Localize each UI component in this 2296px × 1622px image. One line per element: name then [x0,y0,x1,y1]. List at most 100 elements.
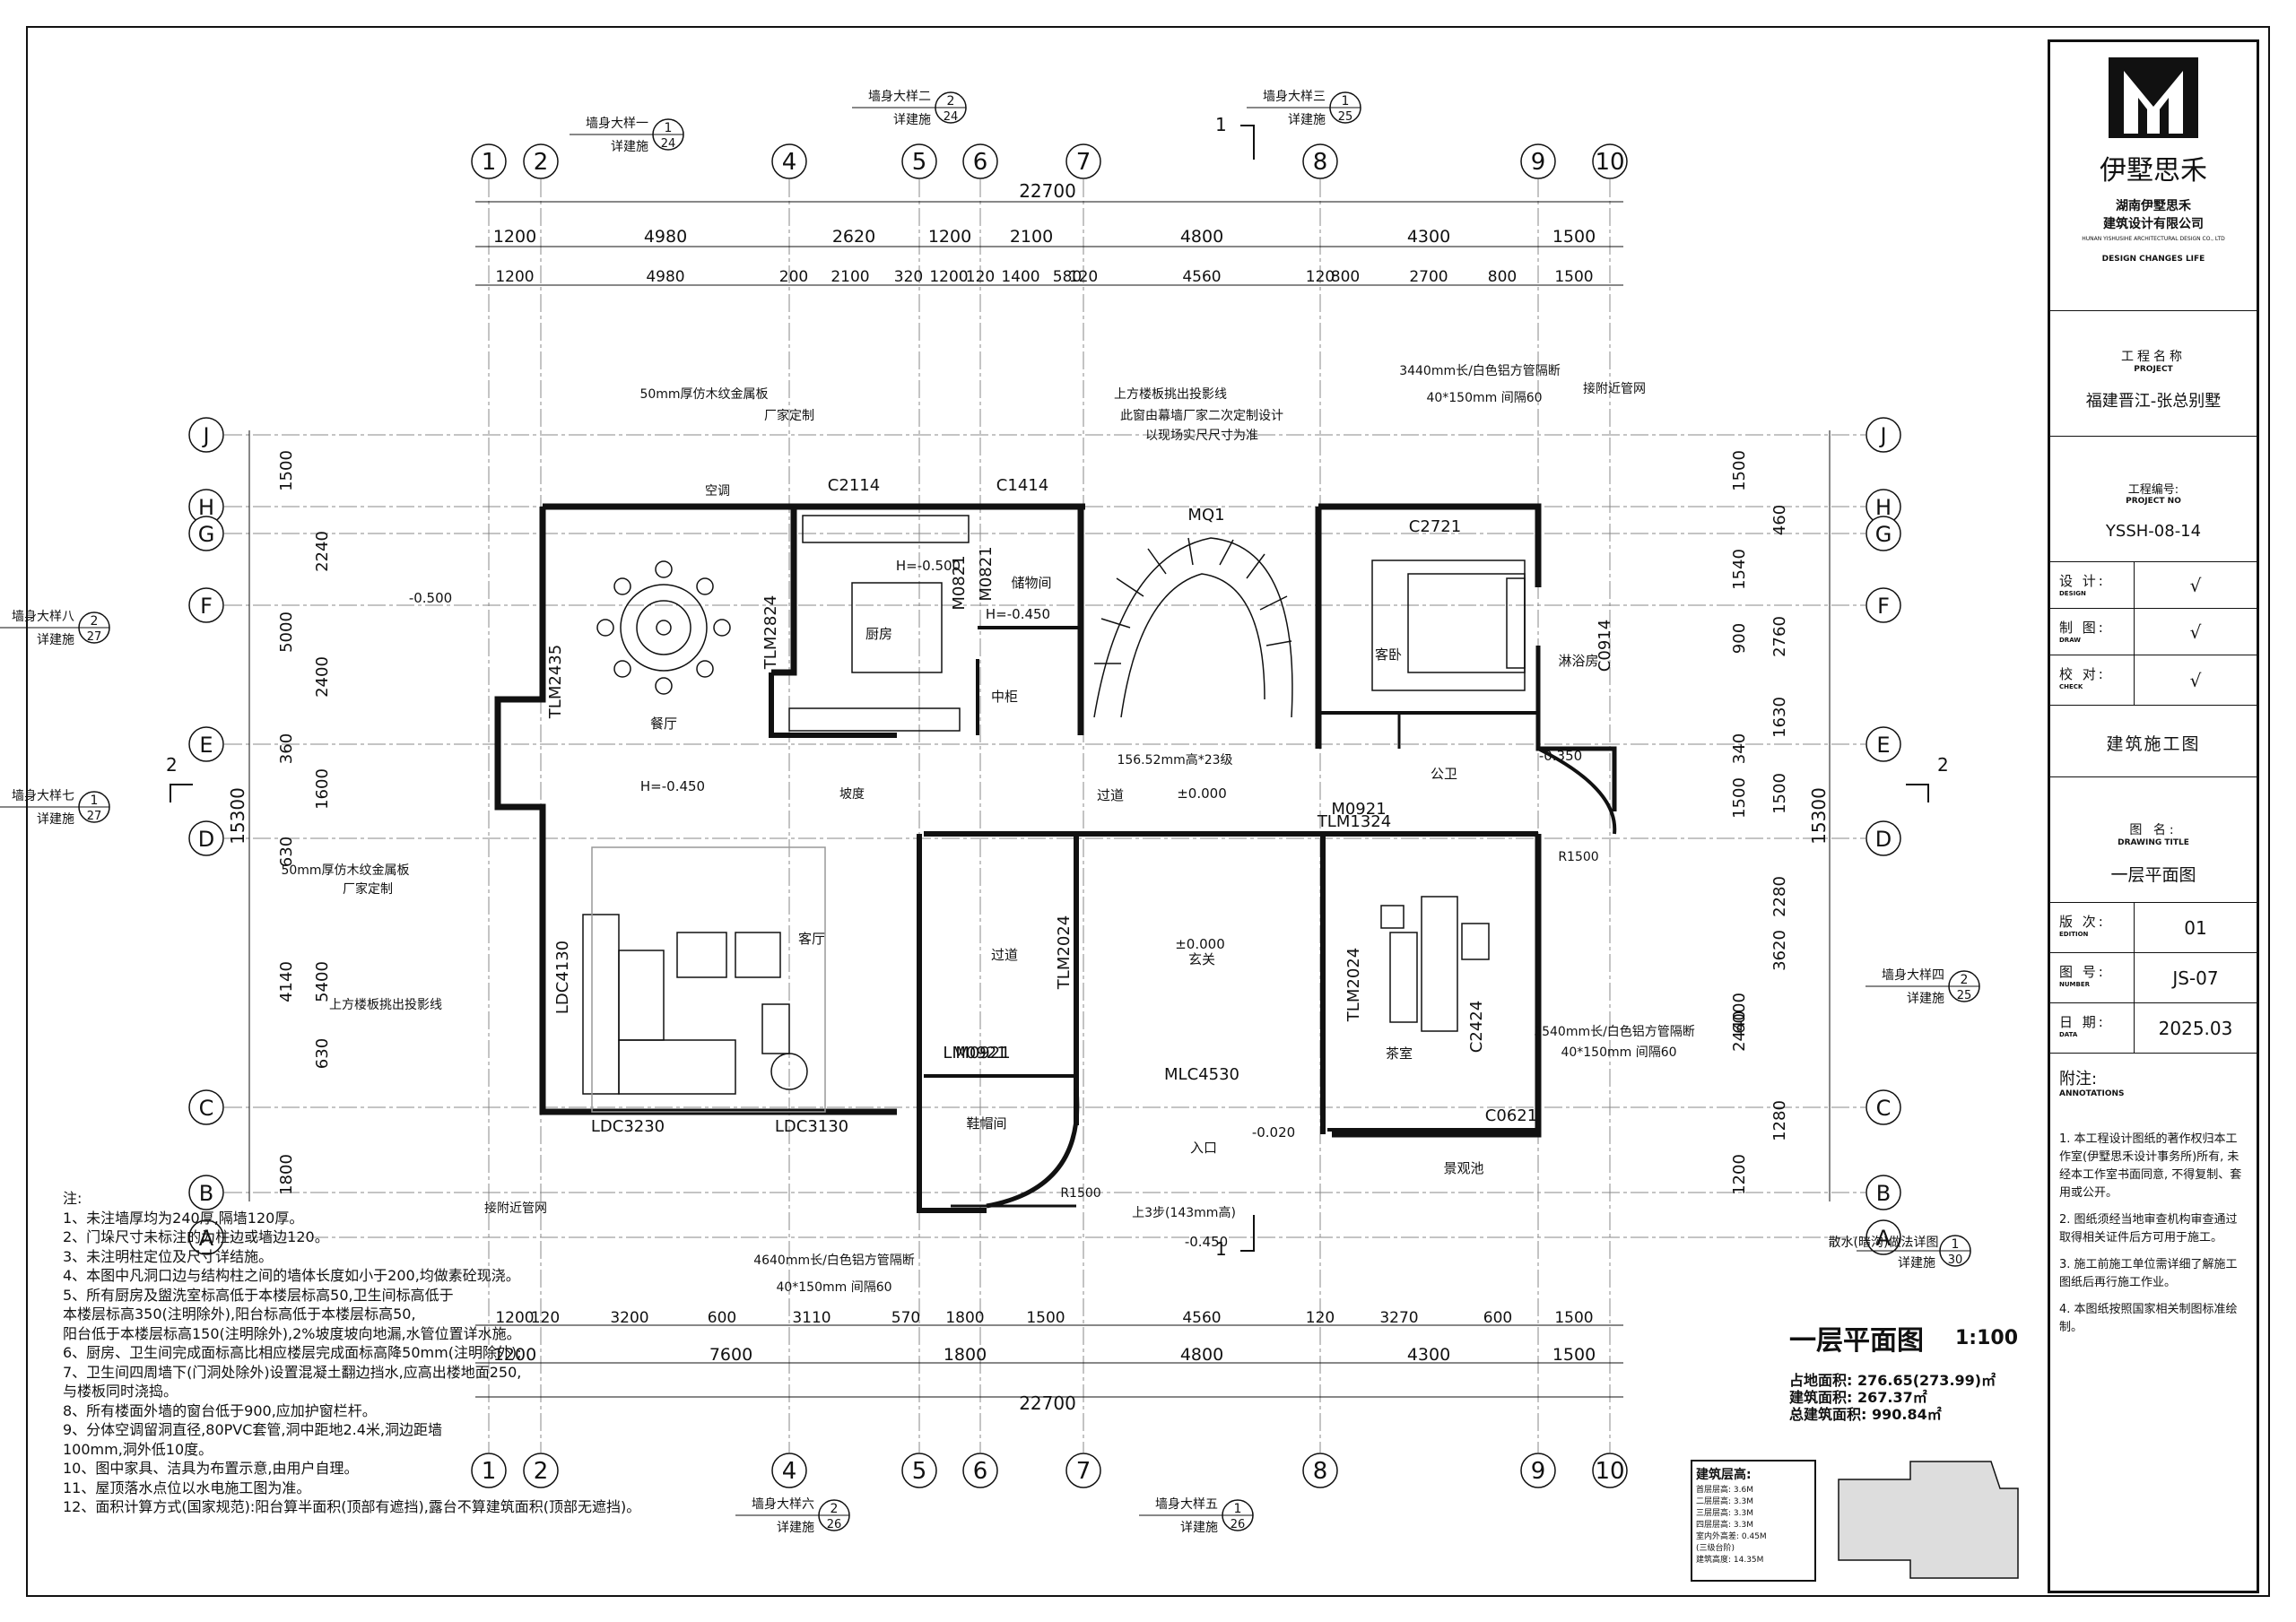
detail-number: 1 [665,121,673,135]
floor-height-row: 建筑高度: 14.35M [1696,1556,1764,1565]
grid-bubble-label: 4 [782,149,797,176]
project-no-block: 工程编号: PROJECT NO YSSH-08-14 [2050,437,2257,562]
dim-text: 120 [531,1309,560,1327]
elevation-mark: -0.450 [1185,1234,1228,1250]
door-window-tag: TLM1324 [1317,812,1391,831]
door-window-tag: C2424 [1467,1001,1486,1053]
grid-bubble-label: 5 [912,1458,927,1485]
grid-bubble [1592,143,1628,179]
grid-bubble [1866,820,1901,856]
room-label-shoe: 鞋帽间 [966,1115,1006,1132]
curved-staircase [1093,537,1293,718]
note-line: 5、所有厨房及盥洗室标高低于本楼层标高50,卫生间标高低于 [63,1286,454,1304]
grid-bubble [188,1175,224,1210]
grid-bubble-label: H [198,495,214,520]
dim-text: 5000 [277,612,296,653]
company-logo-area: 伊墅思禾 湖南伊墅思禾 建筑设计有限公司 HUNAN YISHUSIHE ARC… [2050,42,2257,311]
room-label-corridor1: 过道 [1097,787,1124,803]
room-label-guest: 客卧 [1375,646,1402,663]
grid-bubble [1520,1453,1556,1488]
grid-bubble-label: 9 [1531,149,1546,176]
section-mark-bottom: 1 [1215,1238,1227,1260]
detail-sheet: 26 [1231,1518,1246,1531]
remark: 1. 本工程设计图纸的著作权归本工作室(伊墅思禾设计事务所)所有, 未经本工作室… [2059,1132,2242,1200]
area-row: 建筑面积: 267.37㎡ [1789,1389,1927,1406]
note-line: 与楼板同时浇捣。 [63,1383,178,1400]
detail-number: 2 [1961,973,1969,987]
dim-text: 1500 [1554,1309,1593,1327]
annotation-a9b: 40*150mm 间隔60 [776,1280,891,1295]
project-name: 福建晋江-张总别墅 [2085,392,2222,411]
annotation-a8: 3540mm长/白色铝方管隔断 [1534,1024,1695,1039]
elevation-mark: ±0.000 [1177,785,1227,802]
grid-bubble [188,726,224,762]
grid-bubble-label: 4 [782,1458,797,1485]
grid-bubble [188,516,224,551]
note-line: 10、图中家具、洁具为布置示意,由用户自理。 [63,1460,359,1477]
dim-text: 2240 [313,531,332,572]
dim-text: 320 [894,268,923,286]
grid-bubble-label: C [199,1096,214,1121]
room-label-corridor2: 过道 [991,947,1018,963]
dim-text: 1500 [277,450,296,491]
dim-text: 900 [1730,623,1749,654]
door-window-tag: M0921 [1331,800,1386,819]
floor-height-row: 四层层高: 3.3M [1696,1521,1753,1530]
number-row: 图 号:NUMBER JS-07 [2050,953,2257,1003]
grid-bubble-label: 2 [534,149,549,176]
floor-height-row: 室内外高差: 0.45M [1696,1532,1767,1541]
dim-text: 600 [708,1309,736,1327]
dim-text: 630 [277,837,296,867]
grid-bubble-label: F [200,594,213,619]
door-window-tag: C0914 [1596,620,1614,672]
company-slogan: DESIGN CHANGES LIFE [2101,255,2205,264]
section-mark-top: 1 [1215,114,1227,135]
dim-text: 4800 [1180,227,1223,247]
grid-bubble [1866,1219,1901,1255]
dim-text: 4300 [1407,227,1450,247]
detail-number: 1 [1342,94,1350,108]
check-mark: √ [2189,669,2202,691]
company-name-en: HUNAN YISHUSIHE ARCHITECTURAL DESIGN CO.… [2082,236,2225,242]
number-label: 图 号: [2059,964,2106,980]
room-labels: 餐厅厨房储物间客厅过道过道玄关客卧淋浴房公卫茶室鞋帽间入口景观池中柜H=-0.5… [409,476,1614,1250]
remarks-label: 附注: [2059,1070,2098,1089]
detail-title: 墙身大样一 [586,117,648,131]
note-line: 本楼层标高350(注明除外),阳台标高低于本楼层标高50, [63,1305,416,1323]
dim-text: 120 [1306,1309,1335,1327]
dim-text: 120 [966,268,995,286]
dim-text: 4980 [646,268,684,286]
dim-text: 2100 [1010,227,1053,247]
floor-height-row: 首层层高: 3.6M [1696,1486,1753,1495]
project-no: YSSH-08-14 [2105,522,2202,541]
floor-heights-title: 建筑层高: [1696,1468,1752,1482]
edition-value: 01 [2184,916,2207,939]
grid-bubble-label: 10 [1595,1458,1624,1485]
area-summary: 占地面积: 276.65(273.99)㎡ 建筑面积: 267.37㎡ 总建筑面… [1789,1372,1996,1423]
floor-height-row: 三层层高: 3.3M [1696,1509,1753,1518]
grid-bubble-label: C [1876,1096,1892,1121]
door-window-tag: C1414 [996,476,1048,495]
grid-bubble-label: 6 [973,1458,988,1485]
room-label-tea: 茶室 [1386,1045,1413,1062]
note-line: 6、厨房、卫生间完成面标高比相应楼层完成面标高降50mm(注明除外); [63,1344,522,1361]
note-line: 11、屋顶落水点位以水电施工图为准。 [63,1479,311,1496]
grid-bubble [901,1453,937,1488]
dim-text: 1200 [493,227,536,247]
design-check: √ [2189,574,2202,596]
grid-bubble [1065,1453,1101,1488]
grid-bubble-label: J [201,423,209,448]
wall-detail-callouts: 124墙身大样一详建施224墙身大样二详建施125墙身大样三详建施227墙身大样… [0,90,1980,1535]
detail-title: 墙身大样四 [1882,968,1944,983]
annotation-a15: R1500 [1558,850,1598,864]
dim-text: 2400 [313,656,332,698]
annotation-a16: 坡度 [839,787,865,802]
drawing-title-label: 图 名: [2129,823,2178,837]
room-label-wc: 公卫 [1431,766,1457,782]
room-label-dining: 餐厅 [650,716,677,732]
grid-bubble-label: F [1877,594,1890,619]
detail-sub: 详建施 [37,633,74,647]
dim-text: 2440 [1730,1010,1749,1052]
dim-text: 1200 [493,1345,536,1365]
